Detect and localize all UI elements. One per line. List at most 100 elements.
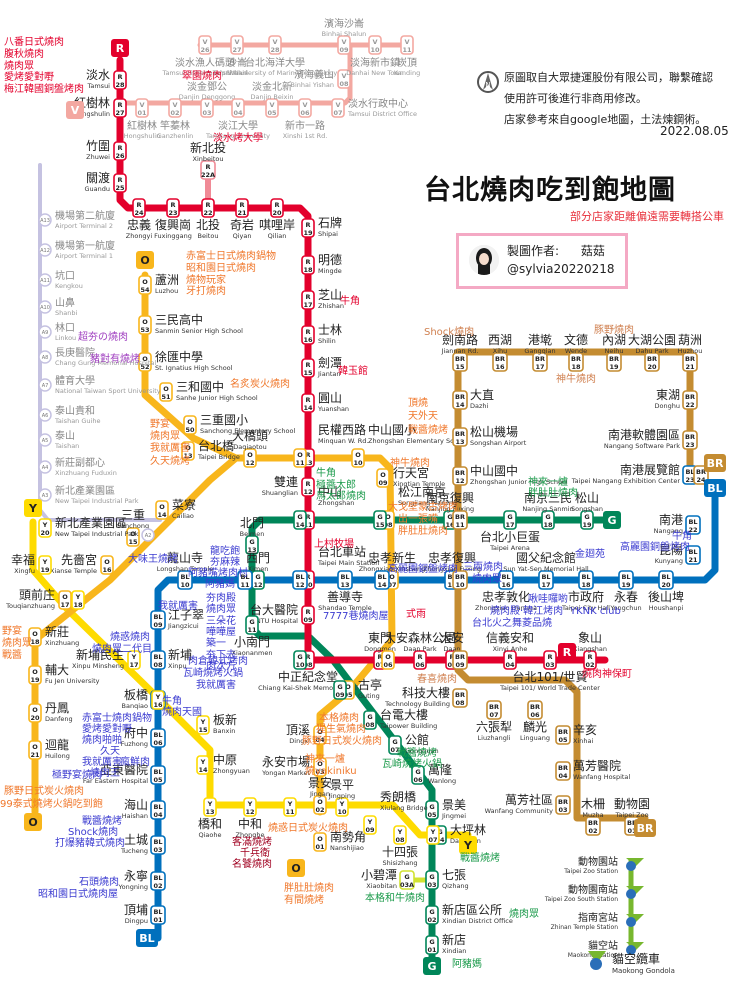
- restaurant-label[interactable]: 燒肉天國: [162, 705, 202, 718]
- restaurant-label[interactable]: 千兵衛: [240, 846, 270, 859]
- restaurant-label[interactable]: 燒肉神保町: [582, 667, 632, 680]
- restaurant-label[interactable]: 春喜燒肉: [417, 672, 457, 685]
- restaurant-label[interactable]: 有間燒烤: [284, 893, 324, 906]
- restaurant-label[interactable]: 愛烤愛對嘢: [4, 70, 54, 83]
- station-o11[interactable]: O11: [293, 448, 307, 468]
- restaurant-label[interactable]: 腹秋燒肉: [4, 47, 44, 60]
- restaurant-label[interactable]: 三兩燒肉: [463, 560, 503, 573]
- restaurant-label[interactable]: 戰醬: [2, 648, 22, 661]
- restaurant-label[interactable]: 昭和園日式燒肉屋: [38, 887, 118, 900]
- restaurant-label[interactable]: 極野宴燒肉: [52, 768, 102, 781]
- restaurant-label[interactable]: 昭和園日式燒肉: [186, 261, 256, 274]
- restaurant-label[interactable]: 燒肉眾: [150, 429, 180, 442]
- restaurant-label[interactable]: 赤富士日式燒肉鍋物: [186, 249, 276, 262]
- restaurant-label[interactable]: 嘩嘩屋: [206, 626, 236, 638]
- restaurant-label[interactable]: 豚野日式炭火燒肉: [4, 784, 84, 797]
- station-g14[interactable]: G14: [293, 510, 307, 530]
- restaurant-label[interactable]: 胖肚肚燒肉: [528, 486, 578, 499]
- restaurant-label[interactable]: 金廻苑: [575, 547, 605, 560]
- restaurant-label[interactable]: 本格和牛燒肉: [365, 891, 425, 904]
- restaurant-label[interactable]: 馬太郎燒肉: [316, 489, 366, 502]
- restaurant-label[interactable]: 燒肉眾: [472, 572, 502, 585]
- restaurant-label[interactable]: 大戈壁蒙古烤肉: [388, 500, 458, 513]
- restaurant-label[interactable]: 戰醬燒烤: [397, 746, 437, 759]
- restaurant-label[interactable]: 大味王燒烤: [128, 552, 178, 565]
- restaurant-label[interactable]: 豚野日式炭火燒肉: [302, 734, 382, 747]
- restaurant-label[interactable]: Shock燒肉: [68, 825, 118, 838]
- restaurant-label[interactable]: 石頭燒肉: [79, 875, 119, 888]
- restaurant-label[interactable]: 龍吃飽: [210, 544, 240, 557]
- restaurant-label[interactable]: 築一: [206, 636, 226, 649]
- restaurant-label[interactable]: 久天: [100, 745, 120, 757]
- restaurant-label[interactable]: 牛角: [340, 294, 360, 307]
- restaurant-label[interactable]: 名饕燒肉: [232, 857, 272, 870]
- restaurant-label[interactable]: 愛烤愛對嘢: [82, 722, 132, 735]
- restaurant-label[interactable]: 我就厲害: [150, 441, 190, 454]
- restaurant-label[interactable]: 本格燒肉: [319, 711, 359, 724]
- restaurant-label[interactable]: 99泰式燒烤火鍋吃到飽: [0, 797, 103, 810]
- restaurant-label[interactable]: 燒yakiniku: [305, 764, 357, 777]
- station-y18[interactable]: Y18: [71, 590, 85, 610]
- restaurant-label[interactable]: 久天燒烤: [150, 454, 190, 467]
- station-y07[interactable]: Y07: [426, 825, 440, 845]
- restaurant-label[interactable]: 豚野燒肉: [594, 323, 634, 336]
